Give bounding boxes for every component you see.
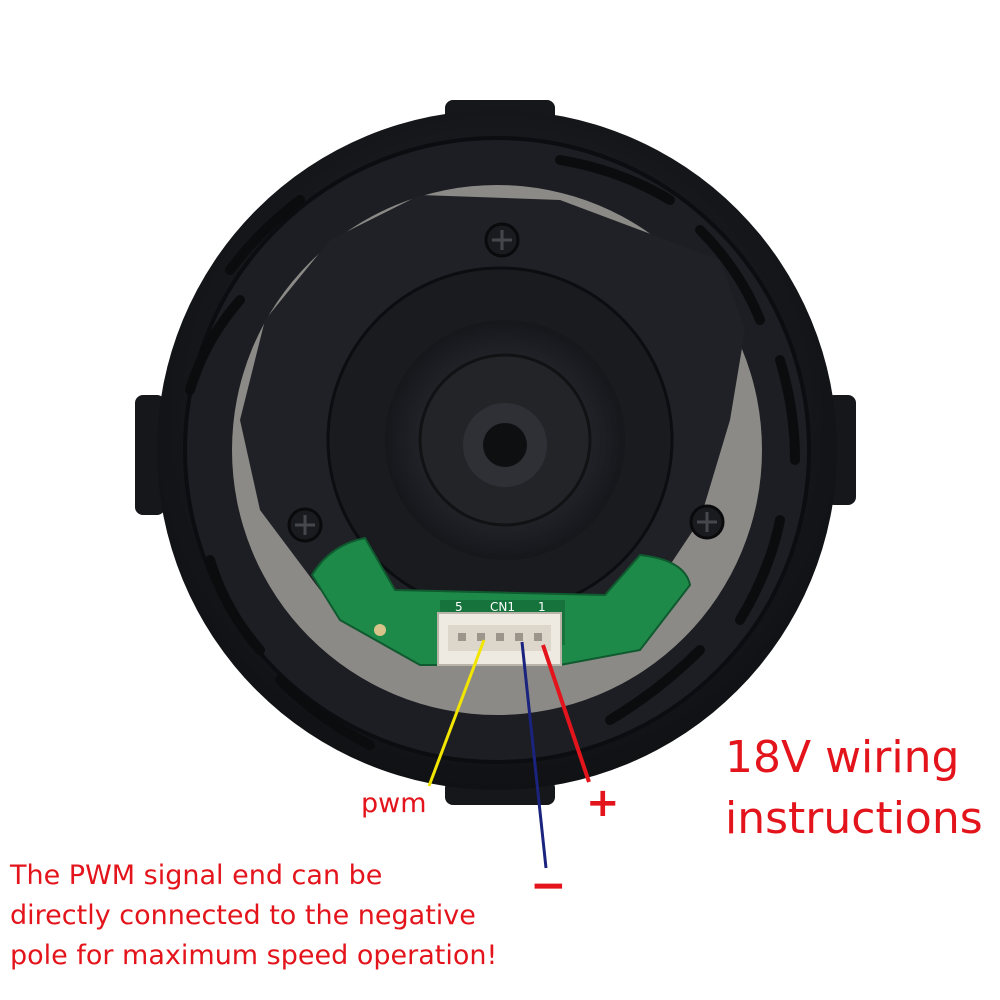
pwm-label: pwm (361, 788, 427, 819)
fan-vanes (185, 155, 800, 750)
screw-right (689, 504, 725, 540)
note-line-3: pole for maximum speed operation! (10, 940, 498, 971)
screw-top (484, 222, 520, 258)
connector-silkscreen: 5 CN1 1 (455, 600, 546, 614)
wire-positive (541, 644, 591, 783)
connector (437, 612, 562, 666)
positive-label: + (586, 780, 620, 826)
connector-pin-first: 5 (455, 600, 463, 614)
note-line-1: The PWM signal end can be (10, 860, 383, 891)
screw-left (287, 507, 323, 543)
connector-label: CN1 (490, 600, 515, 614)
title-line-2: instructions (725, 793, 983, 844)
negative-label: − (530, 860, 567, 911)
note-line-2: directly connected to the negative (10, 900, 476, 931)
bearing-hub (326, 266, 674, 614)
title-line-1: 18V wiring (725, 732, 960, 783)
wire-pwm (427, 639, 486, 787)
wire-negative (520, 641, 548, 869)
connector-pin-last: 1 (538, 600, 546, 614)
